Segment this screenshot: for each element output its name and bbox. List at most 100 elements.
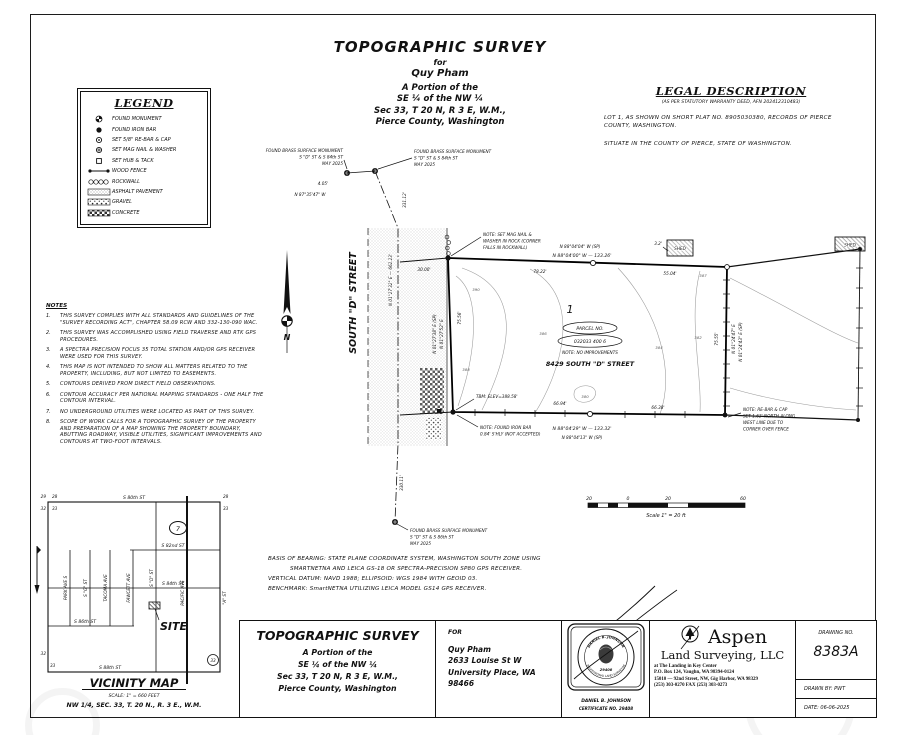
surveyor-seal: DANIEL B. JOHNSON PROFESSIONAL LAND SURV… <box>567 623 645 711</box>
scale-caption: Scale 1" = 20 ft <box>646 513 687 519</box>
title-sub4: Pierce County, Washington <box>375 117 505 128</box>
legal-para2: SITUATE IN THE COUNTY OF PIERCE, STATE O… <box>604 140 793 147</box>
svg-text:78.22': 78.22' <box>533 269 546 274</box>
note-item: 2.THIS SURVEY WAS ACCOMPLISHED USING FIE… <box>46 330 257 343</box>
watermark-circle <box>25 688 100 735</box>
title-sub1: A Portion of the <box>401 83 478 93</box>
firm-cell: Aspen Land Surveying, LLC at The Landing… <box>650 621 796 717</box>
corner-far-se <box>856 418 860 422</box>
note-item: 3.A SPECTRA PRECISION FOCUS 35 TOTAL STA… <box>46 347 256 360</box>
svg-text:28: 28 <box>223 494 229 499</box>
svg-text:S "D" ST: S "D" ST <box>149 569 154 587</box>
svg-text:384: 384 <box>655 345 663 350</box>
svg-text:NOTE: FOUND IRON BAR: NOTE: FOUND IRON BAR <box>480 425 531 430</box>
shed-1-label: SHED <box>674 246 686 251</box>
title-client: Quy Pham <box>411 68 469 79</box>
concrete-patch <box>420 368 444 414</box>
svg-text:66.94': 66.94' <box>553 401 566 406</box>
vicinity-map: S 80th ST S 82nd ST S 84th ST S 86th ST … <box>34 494 229 709</box>
basis-line4: BENCHMARK: SmartNETNA UTILIZING LEICA MO… <box>268 585 487 592</box>
firm-name2: Land Surveying, LLC <box>660 648 785 662</box>
svg-text:0.84' S'HLY (NOT ACCEPTED): 0.84' S'HLY (NOT ACCEPTED) <box>480 432 541 437</box>
svg-text:32: 32 <box>41 506 47 511</box>
svg-text:S 86th ST: S 86th ST <box>74 619 97 625</box>
surveyor-name: DANIEL B. JOHNSON <box>581 698 631 704</box>
tie-bearing: N 87°35'47" W <box>294 192 326 197</box>
basis-of-bearing: BASIS OF BEARING: STATE PLANE COORDINATE… <box>268 556 613 596</box>
svg-text:N 01°24'47" E: N 01°24'47" E <box>731 324 736 354</box>
titleblock-client-cell: FOR Quy Pham 2633 Louise St W University… <box>436 621 562 717</box>
north-arrow-label: N <box>284 333 291 342</box>
site-marker: SITE <box>148 601 188 633</box>
basis-line1: BASIS OF BEARING: STATE PLANE COORDINATE… <box>268 556 541 562</box>
legend-item: ASPHALT PAVEMENT <box>86 187 202 197</box>
north-line-labels: N 88°04'04" W (SP) N 88°04'00" W — 133.2… <box>417 244 676 276</box>
svg-text:FOUND BRASS SURFACE MONUMENT: FOUND BRASS SURFACE MONUMENT <box>266 148 344 153</box>
svg-text:33: 33 <box>210 658 216 663</box>
notes-title: NOTES <box>46 303 68 309</box>
svg-text:TBM: ELEV=388.58': TBM: ELEV=388.58' <box>476 394 518 399</box>
svg-text:FOUND BRASS SURFACE MONUMENT: FOUND BRASS SURFACE MONUMENT <box>414 149 492 154</box>
note-item: 8.SCOPE OF WORK CALLS FOR A TOPOGRAPHIC … <box>46 419 262 445</box>
signature-stroke <box>573 630 639 680</box>
vicinity-scale: SCALE: 1" = 660 FEET <box>108 693 160 699</box>
corner-ne-rebar <box>724 264 730 270</box>
legend-item: FOUND IRON BAR <box>86 124 202 134</box>
north-line-midpoint <box>589 259 597 267</box>
title-main: TOPOGRAPHIC SURVEY <box>333 38 547 56</box>
corner-nw-mag-nail <box>445 255 451 261</box>
svg-text:CORNER OVER FENCE: CORNER OVER FENCE <box>743 427 789 432</box>
svg-text:32: 32 <box>41 651 47 656</box>
legal-para1: LOT 1, AS SHOWN ON SHORT PLAT NO. 890503… <box>604 115 832 130</box>
svg-text:66.38': 66.38' <box>651 405 664 410</box>
client-name: Quy Pham <box>448 645 491 654</box>
aspen-tree-icon <box>680 625 700 650</box>
corner-sw-monument <box>450 409 456 415</box>
svg-text:S 88th ST: S 88th ST <box>99 665 122 671</box>
title-for: for <box>433 58 447 67</box>
title-block: TOPOGRAPHIC SURVEY A Portion of the SE ¼… <box>239 620 877 718</box>
found-iron-bar-symbol <box>437 409 442 414</box>
svg-text:388: 388 <box>462 367 470 372</box>
firm-name: Aspen <box>707 626 768 648</box>
firm-addr1: at The Landing in Key Center <box>654 664 717 669</box>
legal-description: LEGAL DESCRIPTION (AS PER STATUTORY WARR… <box>604 84 858 148</box>
contour-lines <box>455 267 859 415</box>
vicinity-street-labels: S 80th ST S 82nd ST S 84th ST S 86th ST … <box>63 495 227 671</box>
svg-text:FOUND BRASS SURFACE MONUMENT: FOUND BRASS SURFACE MONUMENT <box>410 528 488 533</box>
svg-text:382: 382 <box>694 335 702 340</box>
corner-se-rebar <box>722 412 728 418</box>
set-rebar-cap-icon <box>86 136 112 144</box>
svg-text:20: 20 <box>665 496 671 502</box>
legend-item: CONCRETE <box>86 208 202 218</box>
surveyor-stamp-cell: DANIEL B. JOHNSON PROFESSIONAL LAND SURV… <box>562 621 650 717</box>
svg-text:75.55': 75.55' <box>714 332 719 345</box>
vicinity-quarter: NW 1/4, SEC. 33, T. 20 N., R. 3 E., W.M. <box>67 702 202 709</box>
legend-item: FOUND MONUMENT <box>86 114 202 124</box>
tie-distance: 4.05' <box>318 181 328 186</box>
gravel-patch <box>426 418 442 440</box>
street-centerline <box>374 170 399 523</box>
svg-text:55.04': 55.04' <box>663 271 676 276</box>
tbm-label: TBM: ELEV=388.58' <box>455 394 518 411</box>
monument-top: FOUND BRASS SURFACE MONUMENT S "D" ST & … <box>266 148 492 197</box>
svg-text:SET 1.63' NORTH ALONG: SET 1.63' NORTH ALONG <box>743 414 796 419</box>
svg-text:MAY 2025: MAY 2025 <box>414 162 435 167</box>
legend-item: SET HUB & TACK <box>86 156 202 166</box>
parcel-number: 032033 400 6 <box>574 339 606 345</box>
svg-text:NOTE: RE-BAR & CAP: NOTE: RE-BAR & CAP <box>743 407 788 412</box>
note-item: 6.CONTOUR ACCURACY PER NATIONAL MAPPING … <box>46 391 264 405</box>
note-item: 4.THIS MAP IS NOT INTENDED TO SHOW ALL M… <box>46 364 248 377</box>
svg-text:MAY 2025: MAY 2025 <box>410 541 431 546</box>
svg-text:MAY 2025: MAY 2025 <box>322 161 343 166</box>
svg-text:FAWCETT AVE: FAWCETT AVE <box>126 573 131 603</box>
date: DATE: 06-06-2025 <box>796 698 876 717</box>
wood-fence-icon <box>86 167 112 175</box>
vicinity-north-arrow <box>34 546 41 594</box>
parcel-labels: 1 PARCEL NO. 032033 400 6 NOTE: NO IMPRO… <box>546 303 635 368</box>
monument-bottom: FOUND BRASS SURFACE MONUMENT S "D" ST & … <box>392 519 488 546</box>
drawing-no-value: 8383A <box>813 644 859 660</box>
shed-1-tie: 3.2' <box>654 241 662 246</box>
shed-1: SHED 3.2' <box>654 239 694 257</box>
svg-text:60: 60 <box>740 496 746 502</box>
